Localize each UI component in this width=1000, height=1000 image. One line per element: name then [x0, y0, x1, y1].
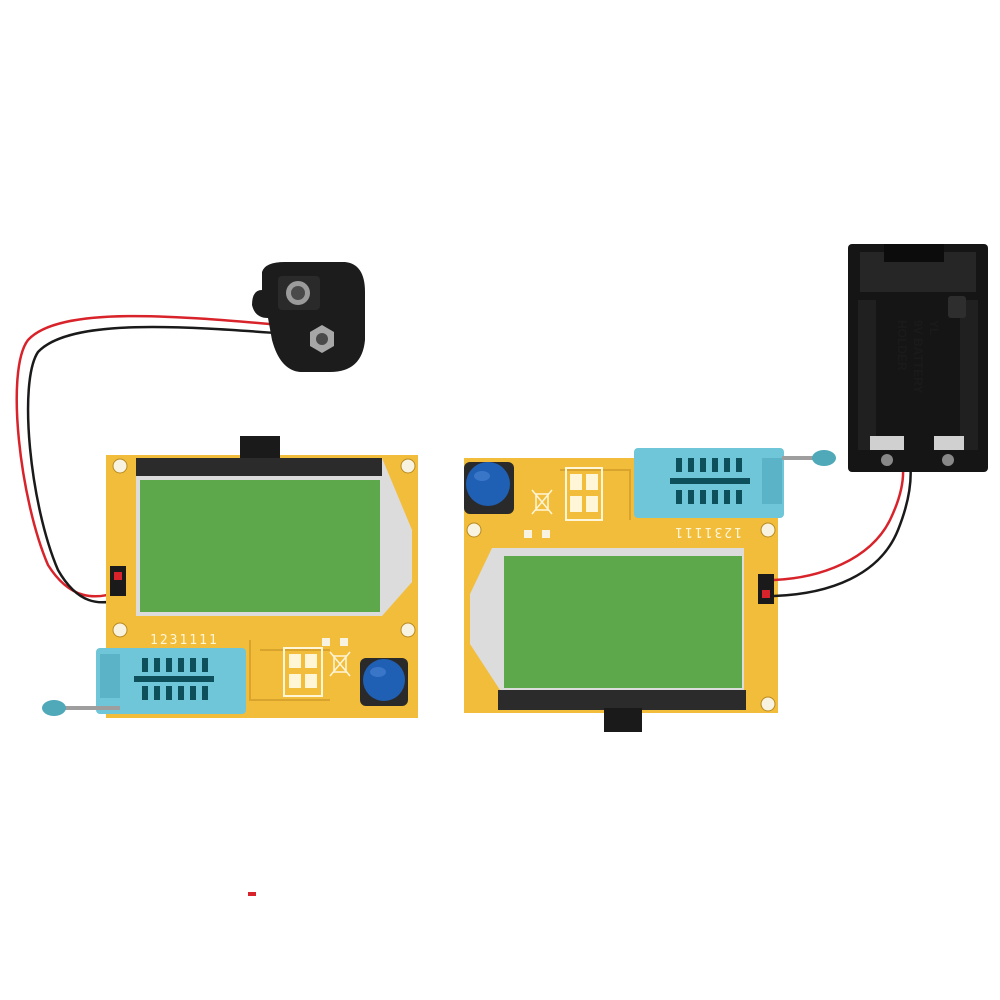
- zif-socket-right: [634, 448, 836, 518]
- zif-socket-left: [42, 648, 246, 716]
- holder-terminal-icon: [870, 436, 904, 450]
- battery-wires-right: [773, 459, 912, 598]
- weee-bin-icon-right: [531, 489, 553, 515]
- battery-snap-connector: [252, 262, 365, 372]
- weee-bin-icon: [329, 651, 351, 677]
- tester-board-left: 1231111: [42, 436, 418, 718]
- zif-lever-knob-right: [812, 450, 836, 466]
- lcd-screen-left: [140, 480, 380, 612]
- tester-board-right: 1231111: [464, 448, 836, 732]
- battery-holder: YL 9V BATTERY HOLDER: [848, 244, 988, 472]
- holder-label-holder: HOLDER: [895, 320, 909, 371]
- holder-label-battery: 9V BATTERY: [911, 320, 925, 393]
- stray-mark: [248, 892, 256, 896]
- silkscreen-code-right: 1231111: [673, 524, 742, 539]
- battery-wires-left: [15, 314, 293, 604]
- holder-label-yl: YL: [927, 320, 941, 335]
- zif-lever-knob-left: [42, 700, 66, 716]
- silkscreen-code-left: 1231111: [150, 633, 219, 648]
- lcd-screen-right: [504, 556, 742, 688]
